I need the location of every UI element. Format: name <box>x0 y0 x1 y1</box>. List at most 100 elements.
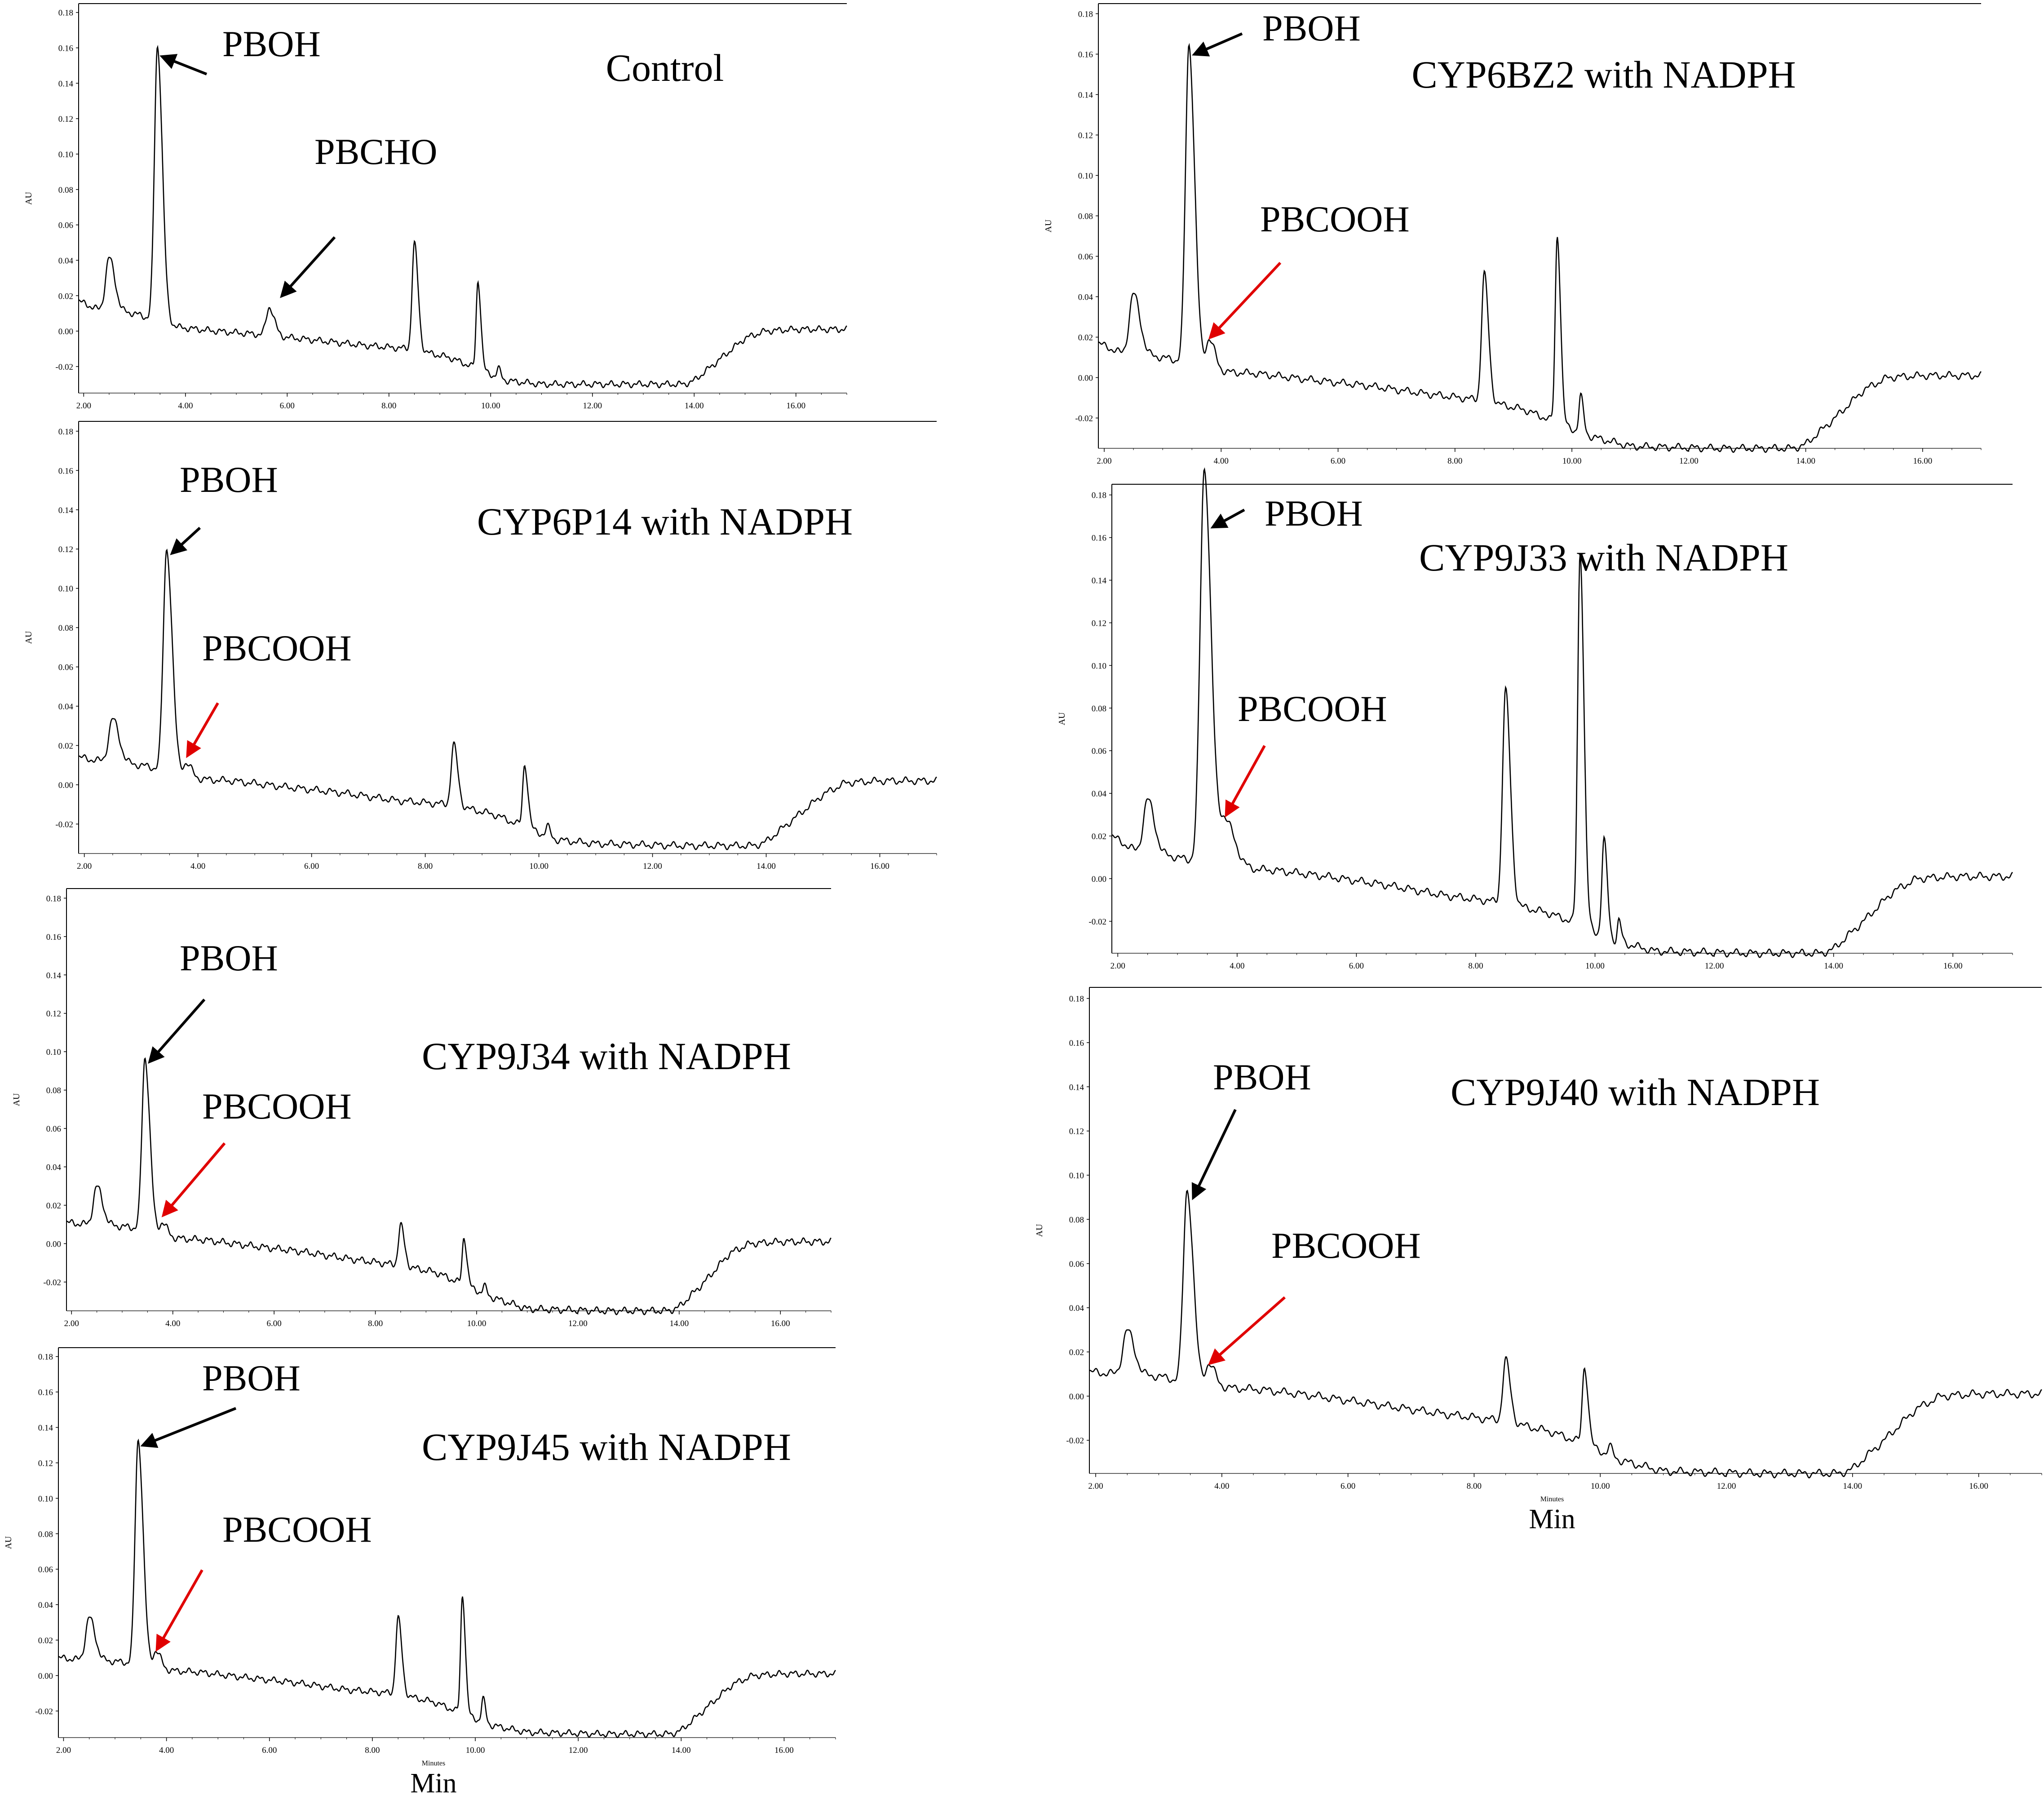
x-tick-label: 12.00 <box>1679 456 1699 466</box>
y-tick-label: 0.12 <box>1078 131 1093 141</box>
peak-label: PBCOOH <box>1238 688 1387 729</box>
peak-label: PBCOOH <box>1260 199 1410 239</box>
chromatogram-panel-2: -0.020.000.020.040.060.080.100.120.140.1… <box>24 421 937 871</box>
y-tick-label: 0.04 <box>1069 1304 1084 1313</box>
y-tick-label: 0.14 <box>38 1424 53 1433</box>
chromatogram-panel-1: -0.020.000.020.040.060.080.100.120.140.1… <box>24 3 847 411</box>
x-tick-label: 8.00 <box>1447 456 1462 466</box>
x-tick-label: 4.00 <box>178 401 193 411</box>
x-tick-label: 12.00 <box>569 1746 588 1755</box>
chromatogram-trace <box>78 548 937 850</box>
x-tick-label: 12.00 <box>568 1319 588 1328</box>
y-tick-label: 0.14 <box>58 79 74 88</box>
y-tick-label: 0.08 <box>1078 212 1093 221</box>
y-tick-label: 0.12 <box>46 1009 61 1019</box>
x-tick-label: 2.00 <box>76 401 91 411</box>
x-tick-label: 4.00 <box>159 1746 174 1755</box>
x-tick-label: 10.00 <box>481 401 500 411</box>
x-tick-label: 16.00 <box>1943 961 1963 971</box>
y-tick-label: 0.18 <box>38 1353 53 1362</box>
chromatogram-panel-6: -0.020.000.020.040.060.080.100.120.140.1… <box>1057 467 2013 971</box>
peak-arrow <box>1208 1296 1286 1365</box>
x-tick-label: 6.00 <box>1349 961 1364 971</box>
x-axis-label: Min <box>1529 1504 1575 1535</box>
y-tick-label: -0.02 <box>55 363 73 372</box>
y-tick-label: 0.10 <box>46 1048 61 1057</box>
x-tick-label: 8.00 <box>1467 1482 1482 1491</box>
peak-arrow <box>186 702 219 758</box>
peak-arrow <box>148 999 206 1064</box>
chromatogram-trace <box>1089 1190 2042 1479</box>
x-tick-label: 14.00 <box>1796 456 1815 466</box>
x-tick-label: 4.00 <box>1214 456 1229 466</box>
panel-title: CYP9J34 with NADPH <box>422 1035 791 1078</box>
y-tick-label: 0.16 <box>1069 1039 1084 1048</box>
x-tick-label: 2.00 <box>64 1319 79 1328</box>
x-tick-label: 14.00 <box>1824 961 1843 971</box>
y-tick-label: 0.14 <box>1078 91 1093 100</box>
y-tick-label: 0.14 <box>58 506 74 515</box>
y-tick-label: 0.12 <box>1069 1127 1084 1137</box>
panel-title: CYP6BZ2 with NADPH <box>1411 53 1796 96</box>
x-tick-label: 10.00 <box>529 862 549 871</box>
y-tick-label: 0.02 <box>58 742 73 751</box>
y-tick-label: 0.18 <box>1069 995 1084 1004</box>
y-tick-label: 0.18 <box>46 894 61 903</box>
y-tick-label: 0.14 <box>46 971 62 980</box>
x-tick-label: 4.00 <box>1230 961 1244 971</box>
chromatogram-panel-3: -0.020.000.020.040.060.080.100.120.140.1… <box>12 888 832 1328</box>
peak-arrow <box>1225 745 1266 818</box>
x-tick-label: 6.00 <box>1341 1482 1355 1491</box>
peak-label: PBCOOH <box>222 1509 372 1550</box>
y-tick-label: -0.02 <box>1075 414 1093 424</box>
y-tick-label: 0.16 <box>58 466 73 476</box>
peak-label: PBOH <box>202 1358 301 1398</box>
y-tick-label: 0.06 <box>1092 747 1106 756</box>
peak-arrow <box>155 1569 204 1652</box>
y-tick-label: 0.14 <box>1069 1083 1084 1092</box>
peak-label: PBCHO <box>314 131 437 172</box>
y-tick-label: 0.00 <box>38 1672 53 1681</box>
panel-title: CYP9J33 with NADPH <box>1419 536 1788 579</box>
x-tick-label: 6.00 <box>304 862 319 871</box>
x-tick-label: 16.00 <box>870 862 889 871</box>
y-tick-label: 0.00 <box>46 1239 61 1249</box>
peak-arrow <box>1210 509 1245 529</box>
x-tick-label: 6.00 <box>262 1746 277 1755</box>
chromatogram-trace <box>66 1057 832 1316</box>
y-axis-label: AU <box>1044 219 1053 232</box>
chromatogram-panel-4: -0.020.000.020.040.060.080.100.120.140.1… <box>4 1347 836 1799</box>
y-tick-label: 0.10 <box>58 584 73 594</box>
y-tick-label: 0.02 <box>1092 832 1106 841</box>
x-tick-label: 8.00 <box>365 1746 380 1755</box>
x-tick-label: 16.00 <box>771 1319 790 1328</box>
x-axis-small-label: Minutes <box>1540 1495 1564 1503</box>
y-tick-label: 0.04 <box>58 702 74 712</box>
y-tick-label: 0.12 <box>38 1459 53 1468</box>
x-axis-label: Min <box>410 1768 456 1799</box>
x-tick-label: 10.00 <box>467 1319 487 1328</box>
peak-arrow <box>140 1407 237 1448</box>
panel-title: CYP9J45 with NADPH <box>422 1425 791 1468</box>
y-axis-label: AU <box>1057 712 1067 725</box>
peak-label: PBOH <box>222 23 321 64</box>
y-tick-label: 0.04 <box>1092 789 1107 799</box>
y-tick-label: 0.18 <box>58 9 73 18</box>
y-tick-label: 0.16 <box>58 44 73 53</box>
x-tick-label: 12.00 <box>1705 961 1724 971</box>
y-tick-label: 0.10 <box>1069 1171 1084 1181</box>
x-tick-label: 6.00 <box>280 401 295 411</box>
y-tick-label: 0.04 <box>1078 293 1093 302</box>
peak-arrow <box>170 526 201 555</box>
peak-label: PBOH <box>1265 493 1363 534</box>
x-tick-label: 4.00 <box>165 1319 180 1328</box>
x-tick-label: 16.00 <box>786 401 805 411</box>
y-tick-label: 0.06 <box>1078 252 1093 262</box>
x-tick-label: 16.00 <box>1969 1482 1988 1491</box>
x-tick-label: 4.00 <box>190 862 205 871</box>
x-tick-label: 12.00 <box>1717 1482 1736 1491</box>
x-tick-label: 6.00 <box>1331 456 1345 466</box>
y-tick-label: 0.10 <box>58 150 73 159</box>
x-tick-label: 12.00 <box>583 401 602 411</box>
